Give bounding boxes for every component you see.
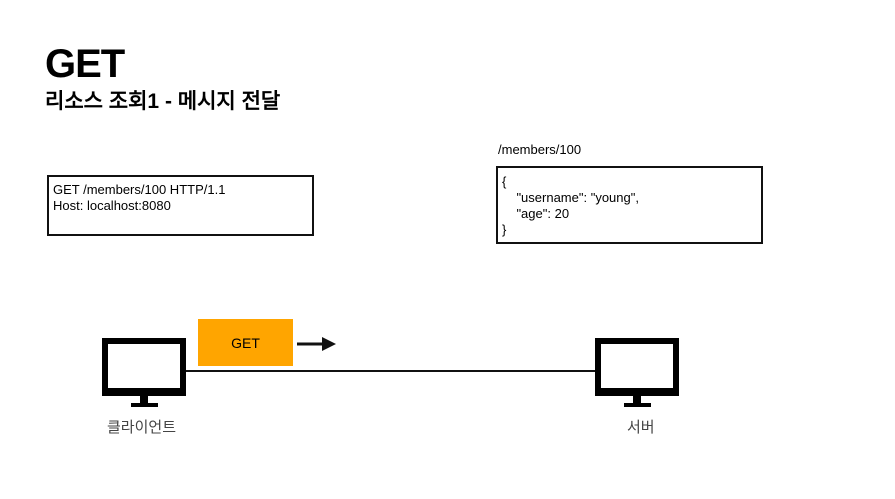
server-monitor-icon (595, 338, 679, 407)
json-line: { (502, 174, 507, 189)
arrow-right-icon (297, 337, 336, 351)
page-subtitle: 리소스 조회1 - 메시지 전달 (45, 90, 281, 113)
request-message-box: GET /members/100 HTTP/1.1 Host: localhos… (47, 175, 314, 236)
request-line: GET /members/100 HTTP/1.1 (53, 182, 226, 197)
client-label: 클라이언트 (107, 419, 177, 436)
resource-path-label: /members/100 (498, 142, 582, 157)
request-host-header: Host: localhost:8080 (53, 198, 171, 213)
get-method-badge: GET (198, 319, 293, 366)
server-label: 서버 (627, 419, 655, 436)
page-title: GET (45, 42, 125, 86)
client-monitor-icon (102, 338, 186, 407)
json-line: "age": 20 (502, 206, 570, 221)
json-line: "username": "young", (502, 190, 639, 205)
json-line: } (502, 222, 507, 237)
resource-json-box: { "username": "young", "age": 20 } (496, 166, 763, 244)
